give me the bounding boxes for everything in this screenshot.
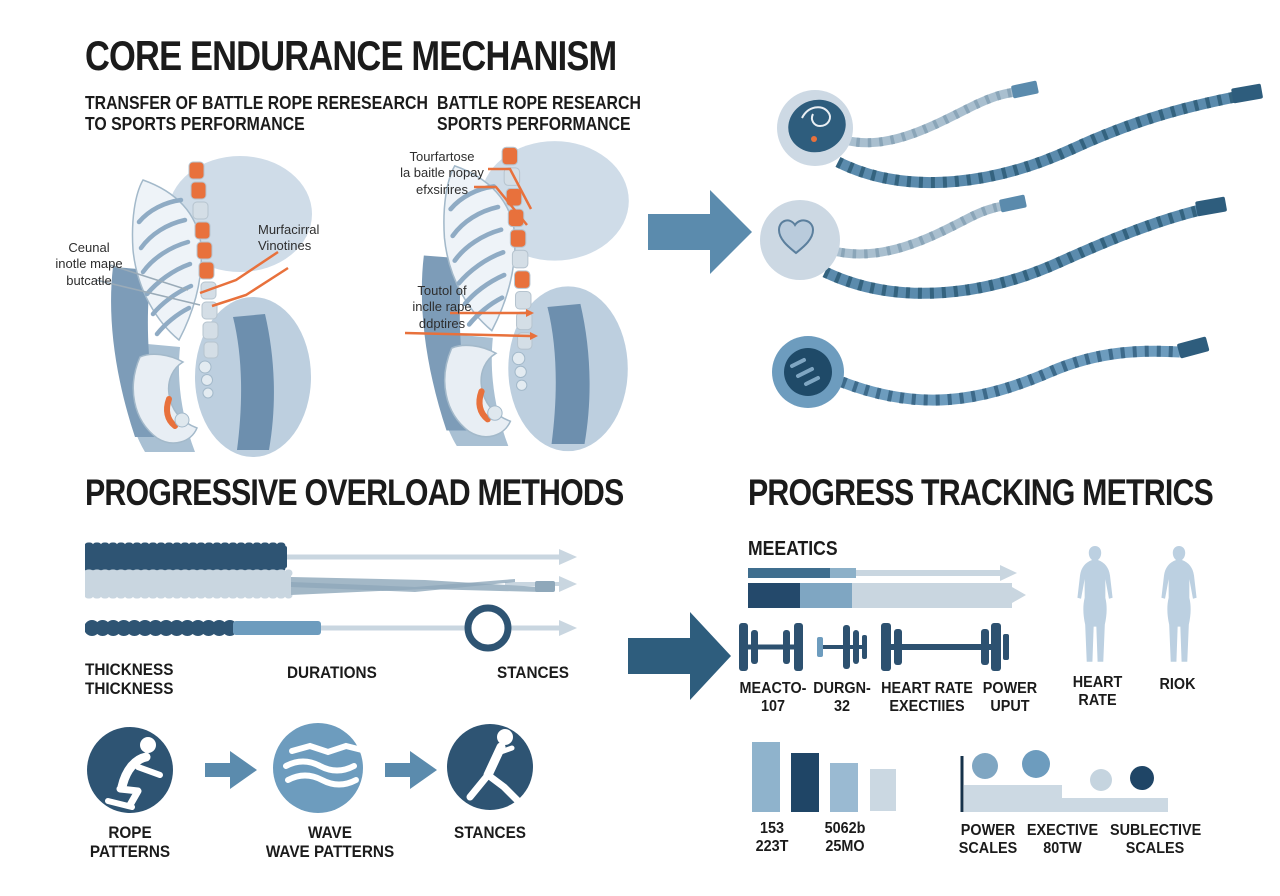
rope-coil-icon [790,358,820,386]
flow-label-stances: STANCES [454,823,526,842]
rope-row-knot [777,80,1263,188]
lunging-person-icon [466,729,522,805]
right-arrow-icon [648,190,752,274]
scatter-label-2: EXECTIVE 80TW [1026,822,1099,858]
ribs-icon [136,197,194,337]
anatomy-figure-left: Ceunal inotle mape butcatle Murfacirral … [30,140,360,460]
anatomy-label-mid: Toutol of inclle rape ddptires [412,283,472,331]
heart-icon [777,219,815,255]
right-arrow-icon [559,576,577,592]
page-title: CORE ENDURANCE MECHANISM [85,32,617,79]
thick-rope-bar [85,546,287,568]
rope-handle-icon [999,194,1027,213]
human-silhouette-icon [1161,546,1197,662]
rope-handle-icon [1177,336,1210,359]
scatter-dot [972,753,998,779]
rope-handle-icon [1231,83,1263,104]
silhouette-label-2: RIOK [1159,676,1196,693]
spine-torso-illustration [404,141,629,452]
right-arrow-icon [1000,565,1017,581]
battle-ropes-illustration [648,80,1263,408]
spine-torso-illustration [95,156,312,457]
knot-icon [801,106,831,128]
metrics-label: MEEATICS [748,538,838,560]
spine-icon [501,146,533,350]
human-silhouette-icon [1077,546,1113,662]
section-title-tracking: PROGRESS TRACKING METRICS [748,472,1214,513]
right-arrow-icon [628,612,731,700]
right-arrow-icon [559,620,577,636]
dumbbell-label-1: MEACTO- 107 [739,680,807,716]
flow-label-wave-patterns: WAVE WAVE PATTERNS [265,823,395,862]
rope-progression-rows [85,542,577,652]
anatomy-label-left: Ceunal inotle mape butcatle [55,240,123,288]
anatomy-label-top: Tourfartose la baitle nopay efxsirires [400,149,484,197]
ribs-icon [448,184,507,327]
subtitle-left: TRANSFER OF BATTLE ROPE RERESEARCH TO SP… [85,93,428,134]
dumbbell-icon [739,623,803,671]
leader-lines [404,167,538,340]
row-label-durations: DURATIONS [287,663,377,682]
light-rope-bar [85,573,291,595]
barbell-icon [881,623,1009,671]
anatomy-figure-right: Tourfartose la baitle nopay efxsirires T… [370,135,650,465]
dumbbell-label-3: HEART RATE EXECTIIES [881,680,973,716]
dumbbell-row [739,623,1009,671]
right-arrow-icon [1012,587,1026,603]
bar-chart-label-2: 5062b 25MO [824,820,866,856]
silhouette-label-1: HEART RATE [1072,674,1123,710]
progress-bars [748,565,1026,608]
flow-label-rope-patterns: ROPE PATTERNS [89,823,171,862]
bar-chart-label-1: 153 223T [755,820,789,856]
anatomy-label-upper: Murfacirral Vinotines [258,222,320,254]
scatter-label-3: SUBLECTIVE SCALES [1110,822,1202,858]
right-arrow-icon [205,751,257,789]
mini-bar-chart [752,742,896,812]
right-arrow-icon [385,751,437,789]
waves-icon [283,742,365,788]
leader-lines [95,250,289,308]
dumbbell-label-2: DURGN- 32 [813,680,871,716]
scatter-dot [1090,769,1112,791]
right-arrow-icon [559,549,577,565]
scatter-dot [1022,750,1050,778]
row-label-thickness: THICKNESS THICKNESS [85,660,174,699]
rope-handle-icon [1195,196,1227,217]
scatter-dot [1130,766,1154,790]
beaded-rope-bar [85,620,238,636]
dumbbell-icon [817,625,867,669]
section-title-progressive: PROGRESSIVE OVERLOAD METHODS [85,472,624,513]
rope-row-coil [772,336,1210,408]
training-flow [87,723,533,813]
dumbbell-label-4: POWER UPUT [982,680,1038,716]
subtitle-right: BATTLE ROPE RESEARCH SPORTS PERFORMANCE [437,93,641,134]
rope-row-heart [760,194,1227,299]
tapered-rope [291,577,540,595]
rope-handle-icon [1011,80,1039,99]
scatter-label-1: POWER SCALES [958,822,1018,858]
scatter-chart [960,750,1168,812]
section-arrow [628,612,731,700]
tapered-rope [291,579,515,592]
row-label-stances: STANCES [497,663,569,682]
ring-icon [464,604,512,652]
kneeling-person-icon [105,737,163,810]
